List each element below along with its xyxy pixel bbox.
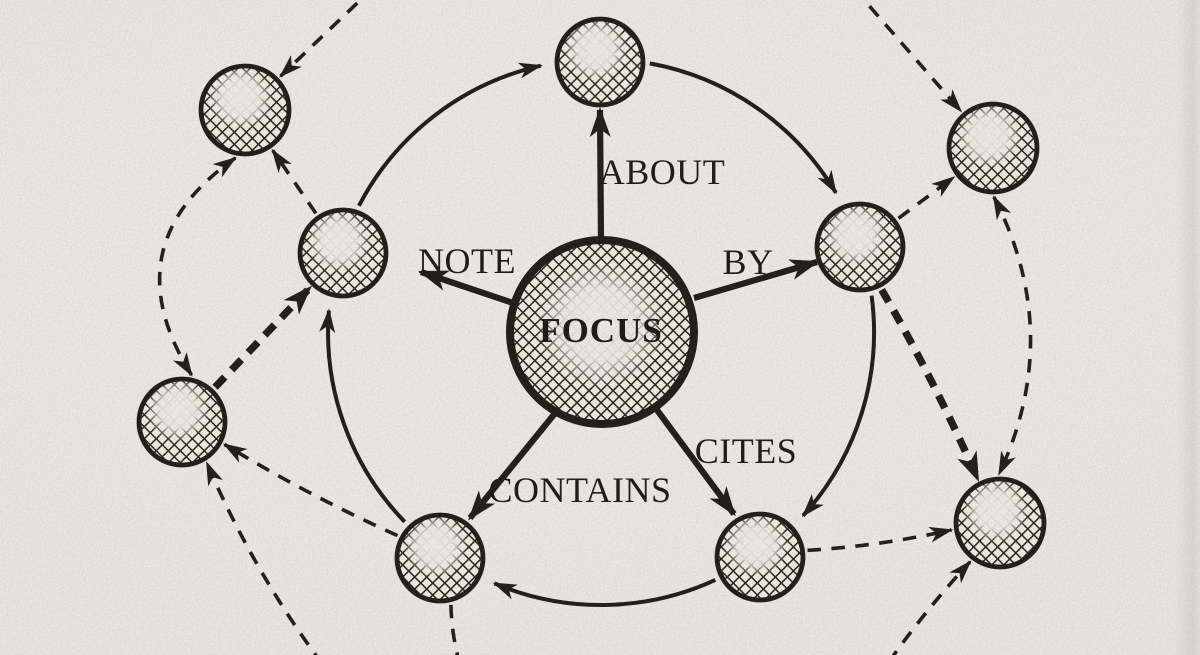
- ring-arc-by-to-cites: [801, 295, 877, 518]
- edge-label-contains: CONTAINS: [488, 470, 671, 510]
- edge-label-cites: CITES: [695, 431, 798, 471]
- dashed-link-by-to-outer_br: [878, 287, 982, 483]
- dashed-link-outer_l-to-outer_tl: [157, 156, 237, 377]
- ring-arc-note-to-top: [357, 62, 543, 207]
- dashed-link-contains-to-edge: [449, 604, 460, 655]
- dashed-link-contains-to-outer_l: [222, 442, 399, 538]
- nodes-layer: [136, 16, 1047, 604]
- node-cites: [714, 511, 806, 603]
- node-contains: [394, 512, 486, 604]
- ring-arc-cites-to-contains: [492, 578, 717, 607]
- node-outer_l: [136, 376, 228, 468]
- focus-node-label: FOCUS: [539, 311, 663, 350]
- dashed-link-outer_tr-to-outer_br: [992, 195, 1033, 476]
- dashed-link-by-to-outer_tr: [897, 175, 956, 220]
- paper-edge-crease: [1176, 0, 1200, 655]
- node-outer_tl: [198, 63, 292, 157]
- node-outer_br: [953, 476, 1047, 570]
- dashed-link-edge-to-outer_tr: [861, 0, 963, 113]
- edge-label-note: NOTE: [418, 241, 516, 281]
- dashed-link-edge-to-outer_tl: [279, 0, 364, 78]
- node-by: [814, 201, 906, 293]
- dashed-link-outer_l-to-note: [212, 285, 313, 390]
- node-outer_tr: [946, 101, 1040, 195]
- dashed-link-edge-to-outer_l: [205, 461, 318, 655]
- labels-layer: FOCUS ABOUT NOTE BY CITES CONTAINS: [418, 152, 797, 510]
- dashed-link-cites-to-outer_br: [807, 526, 954, 553]
- node-top: [554, 16, 646, 108]
- node-note: [297, 207, 389, 299]
- ring-arc-contains-to-note: [319, 308, 407, 524]
- edge-label-about: ABOUT: [599, 152, 726, 192]
- dashed-link-edge-to-outer_br: [891, 560, 972, 655]
- edge-label-by: BY: [722, 242, 773, 282]
- dashed-link-note-to-outer_tl: [271, 148, 318, 215]
